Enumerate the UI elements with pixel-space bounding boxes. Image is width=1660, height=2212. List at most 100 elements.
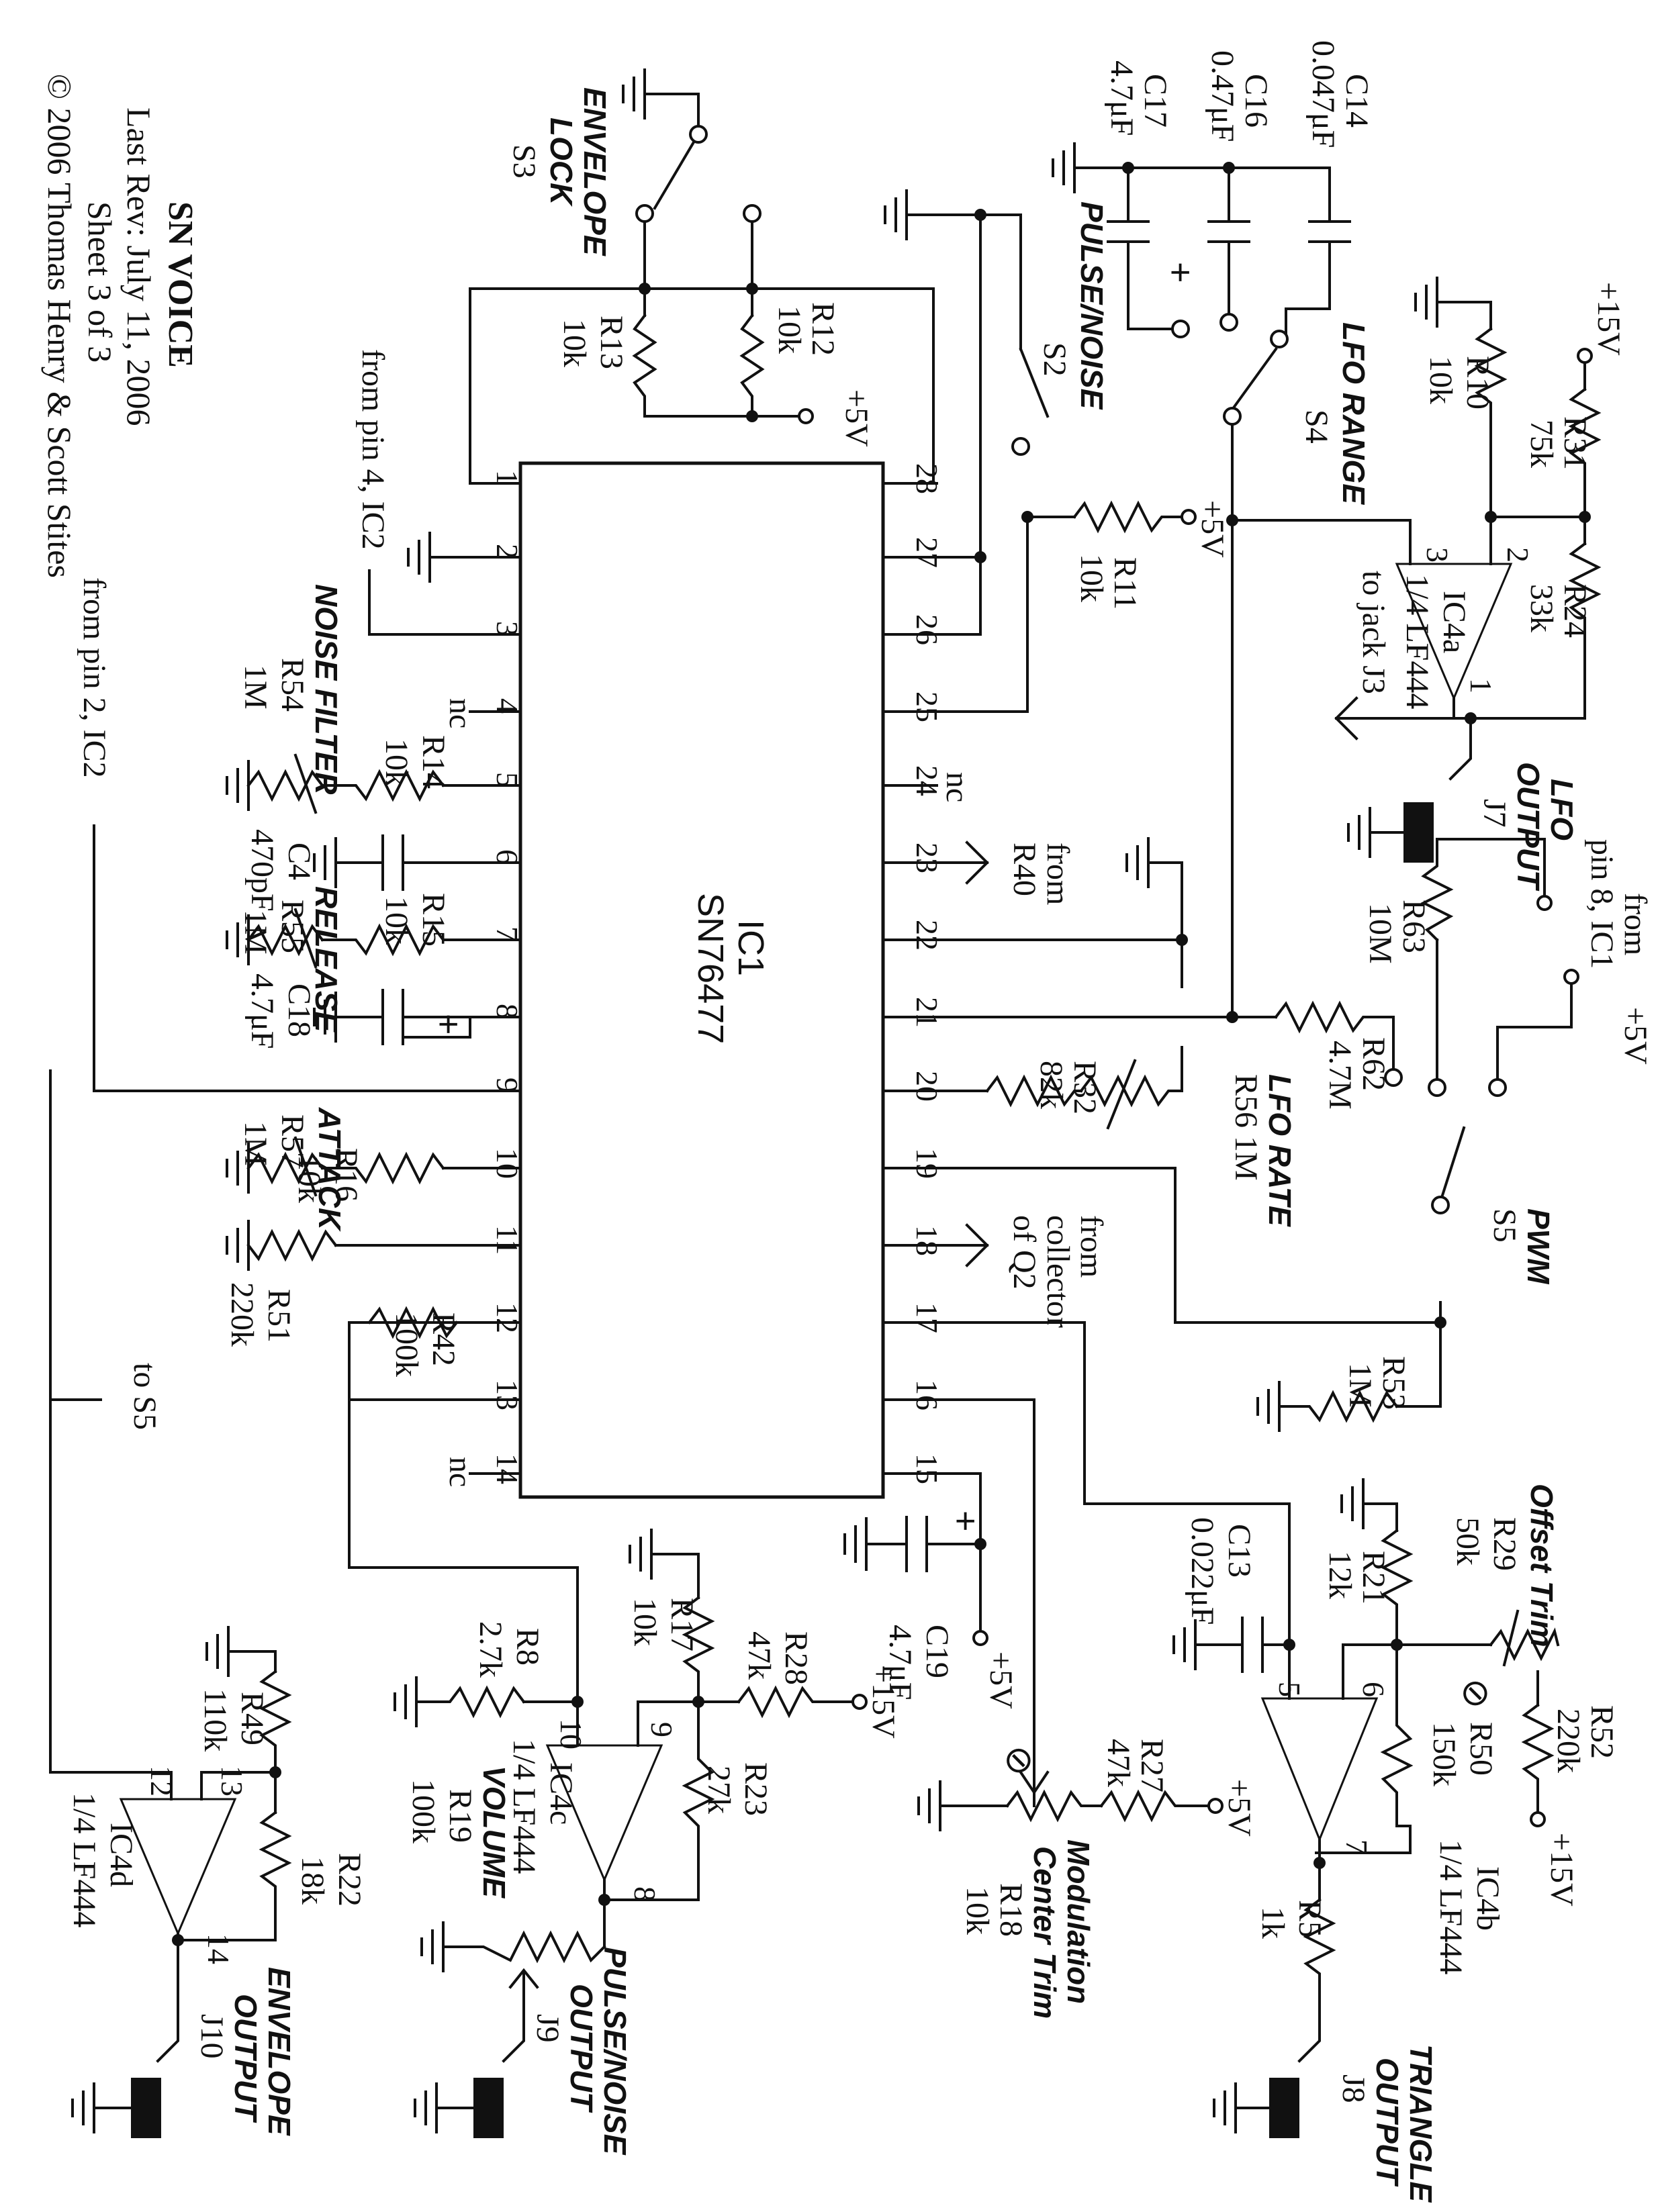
r18-ref: R18: [993, 1883, 1029, 1937]
c19-ref: C19: [919, 1625, 955, 1678]
r12-ref: R12: [805, 302, 841, 356]
r19-val: 100k: [406, 1779, 441, 1843]
j9-label-1: PULSE/NOISE: [598, 1947, 633, 2156]
s5-label: PWM: [1521, 1208, 1556, 1285]
ground-symbols-left: [226, 67, 646, 1272]
ground-icon: [917, 1779, 941, 1833]
ground-icon: [205, 1625, 230, 1678]
ic4d-network: [119, 1650, 292, 2063]
pin-26: 26: [910, 614, 944, 645]
ic4d-pin-minus: 13: [215, 1766, 249, 1796]
r52-val: 220k: [1551, 1709, 1586, 1773]
r29-label: Offset Trim: [1524, 1484, 1559, 1647]
r11-ref: R11: [1107, 557, 1143, 610]
ic4b-labels: Offset Trim R29 50k R21 12k C13 0.022μF …: [1185, 1484, 1620, 2203]
lfo-range-labels: + C17 4.7μF C16 0.47μF C14 0.047μF LFO R…: [1104, 40, 1375, 505]
c13-ref: C13: [1221, 1524, 1257, 1578]
r56-ref: R56 1M: [1228, 1074, 1264, 1181]
s5-ref: S5: [1487, 1208, 1522, 1243]
j7-ref: J7: [1477, 799, 1512, 828]
pin-13: 13: [490, 1380, 524, 1410]
ground-icon: [1213, 2081, 1237, 2135]
pin-23: 23: [910, 843, 944, 873]
r52-ref: R52: [1584, 1705, 1620, 1759]
pin-28: 28: [910, 463, 944, 494]
pin-4: 4: [490, 698, 524, 714]
note-nc-14: nc: [443, 1457, 478, 1487]
r54-val: 1M: [238, 665, 273, 710]
r10-ref: R10: [1460, 356, 1495, 410]
right-wiring: [925, 838, 1573, 1807]
r29-trim-icon: ⊘: [1456, 1678, 1496, 1709]
p15-r31: +15V: [1591, 282, 1626, 356]
modulation-trim-labels: ⊘ R27 47k +5V Modulation Center Trim R18…: [960, 1739, 1257, 2019]
r16-ref: R16: [328, 1148, 364, 1202]
r50-val: 150k: [1426, 1722, 1462, 1786]
note-from-r40-2: R40: [1007, 843, 1042, 896]
r14-val: 10k: [379, 738, 414, 787]
ic4c-part: 1/4 LF444: [506, 1739, 542, 1874]
ic4a-ref: IC4a: [1436, 591, 1472, 653]
r15-ref: R15: [416, 893, 451, 947]
ic4a-network: [1231, 301, 1602, 781]
s3-label-2: LOCK: [544, 117, 579, 207]
r21-val: 12k: [1322, 1551, 1358, 1599]
pin-3: 3: [490, 621, 524, 636]
ic4c-pin-minus: 9: [645, 1722, 679, 1737]
ic4d-pin-plus: 12: [144, 1766, 179, 1796]
c17-plus: +: [1160, 262, 1201, 283]
ground-icon: [407, 530, 431, 584]
ground-icon: [226, 1218, 250, 1272]
ic4b-pin-plus: 5: [1273, 1682, 1307, 1697]
ground-icon: [1172, 1618, 1197, 1672]
pin-1: 1: [490, 470, 524, 485]
ic1-pin-stubs: [469, 482, 938, 1475]
ground-icon: [414, 2081, 438, 2135]
ic4c-pin-out: 8: [628, 1886, 662, 1902]
r11-supply: +5V: [1195, 500, 1230, 558]
c17-ref: C17: [1138, 74, 1173, 128]
pin-27: 27: [910, 537, 944, 568]
s2-label: PULSE/NOISE: [1074, 201, 1109, 410]
r31-ref: R31: [1557, 416, 1593, 470]
left-labels: from pin 4, IC2 nc R14 10k NOISE FILTER …: [77, 349, 478, 1487]
r57-label: ATTACK: [312, 1107, 347, 1232]
c19-val: 4.7μF: [882, 1625, 918, 1700]
ic4b-pin-out: 7: [1340, 1839, 1374, 1855]
right-labels: nc from R40 from pin 8, IC1 R63 10M +5V …: [882, 772, 1653, 1709]
ic1-chip: IC1 SN76477: [518, 461, 885, 1499]
modulation-trim: [939, 1770, 1210, 1823]
ic1-pin-numbers-right: 28 27 26 25 24 23 22 21 20 19 18 17 16 1…: [910, 463, 944, 1484]
r54-ref: R54: [275, 658, 310, 712]
ic1-ref: IC1: [731, 920, 771, 976]
r19-ref: R19: [443, 1789, 478, 1843]
r55-val: 1M: [238, 910, 273, 955]
pin-25: 25: [910, 691, 944, 722]
pin-8: 8: [490, 1004, 524, 1019]
s3-ref: S3: [506, 144, 542, 179]
r29-val: 50k: [1450, 1517, 1485, 1566]
note-from-r40-1: from: [1040, 843, 1076, 905]
ic4c-network: [415, 1553, 854, 2063]
s4-label: LFO RANGE: [1336, 322, 1371, 505]
r28-val: 47k: [741, 1631, 777, 1680]
r63-ref: R63: [1396, 900, 1432, 953]
envelope-lock-labels: ENVELOPE LOCK S3 R13 10k R12 10k +5V: [506, 87, 874, 447]
ic4a-pin-minus: 2: [1501, 547, 1535, 563]
r32-ref: R32: [1067, 1061, 1103, 1114]
r10-val: 10k: [1423, 356, 1459, 404]
r13-val: 10k: [557, 319, 592, 367]
r29-ref: R29: [1487, 1517, 1522, 1571]
j10-ref: J10: [194, 2014, 230, 2059]
r62-val: 4.7M: [1322, 1041, 1358, 1110]
r50-ref: R50: [1463, 1722, 1499, 1776]
ic4a-pin-plus: 3: [1420, 547, 1455, 563]
title-sheet: Sheet 3 of 3: [81, 201, 119, 363]
r11-val: 10k: [1074, 554, 1109, 602]
r14-ref: R14: [416, 735, 451, 789]
ground-icon: [1052, 141, 1076, 195]
pulse-noise-output-jack-icon: [473, 2078, 504, 2138]
c18-val: 4.7μF: [244, 973, 280, 1049]
note-from-q2-3: of Q2: [1007, 1215, 1042, 1290]
